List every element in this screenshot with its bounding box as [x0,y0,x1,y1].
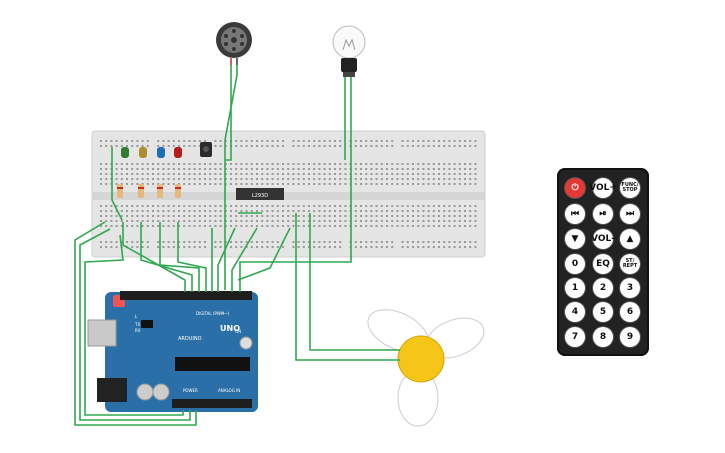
wires [74,65,400,426]
remote-button-st-rept[interactable]: ST/ REPT [620,254,640,274]
led-red [174,147,182,158]
motor-driver-chip: L293D [236,188,284,200]
led-green [121,147,129,158]
led-label-rx: RX [135,328,141,333]
led-label-tx: TX [134,322,140,327]
arduino-model-label: UNO [220,324,240,333]
chip-label: L293D [252,193,268,199]
remote-button-three[interactable]: 3 [620,278,640,298]
remote-button-play-pause[interactable]: ⏯ [593,204,613,224]
wire [309,213,400,351]
remote-button-eq[interactable]: EQ [593,254,613,274]
remote-button-next[interactable]: ⏭ [620,204,640,224]
remote-button-vol-up[interactable]: VOL+ [589,178,617,198]
arduino-brand-label: ARDUINO [178,336,202,342]
remote-button-power[interactable]: ⏻ [565,178,585,198]
remote-button-zero[interactable]: 0 [565,254,585,274]
wire [295,213,400,361]
wire [231,227,258,292]
resistor [117,184,123,198]
wire [217,227,236,292]
wire [74,221,197,426]
wire [159,222,200,292]
remote-button-nine[interactable]: 9 [620,327,640,347]
resistor [138,184,144,198]
wire [224,65,238,290]
wire [177,222,207,292]
wire [122,222,186,292]
led-label-l: L [135,314,138,319]
wire [237,227,291,281]
breadboard [91,130,486,258]
arduino-board: UNO ARDUINO DIGITAL (PWM~) POWER ANALOG … [87,291,258,412]
led-blue [157,147,165,158]
remote-button-two[interactable]: 2 [593,278,613,298]
power-header-label: POWER [183,388,198,393]
wire [140,222,193,292]
resistor [157,184,163,198]
digital-header-label: DIGITAL (PWM~) [196,311,230,316]
light-bulb [332,25,366,77]
remote-button-vol-down[interactable]: VOL- [591,229,615,249]
remote-button-one[interactable]: 1 [565,278,585,298]
fan [367,309,485,427]
wire [84,234,184,416]
resistor [175,184,181,198]
remote-button-func-stop[interactable]: FUNC/ STOP [620,178,640,198]
ir-receiver [200,142,212,157]
remote-button-seven[interactable]: 7 [565,327,585,347]
remote-button-eight[interactable]: 8 [593,327,613,347]
wire [79,228,191,421]
remote-button-up[interactable]: ▲ [620,229,640,249]
on-label: ON [235,329,241,334]
wire [226,65,232,161]
remote-button-six[interactable]: 6 [620,302,640,322]
remote-button-prev[interactable]: ⏮ [565,204,585,224]
buzzer [216,22,252,65]
remote-button-four[interactable]: 4 [565,302,585,322]
remote-button-five[interactable]: 5 [593,302,613,322]
wire [111,147,123,221]
analog-header-label: ANALOG IN [218,388,240,393]
led-yellow [139,147,147,158]
remote-button-down[interactable]: ▼ [565,229,585,249]
